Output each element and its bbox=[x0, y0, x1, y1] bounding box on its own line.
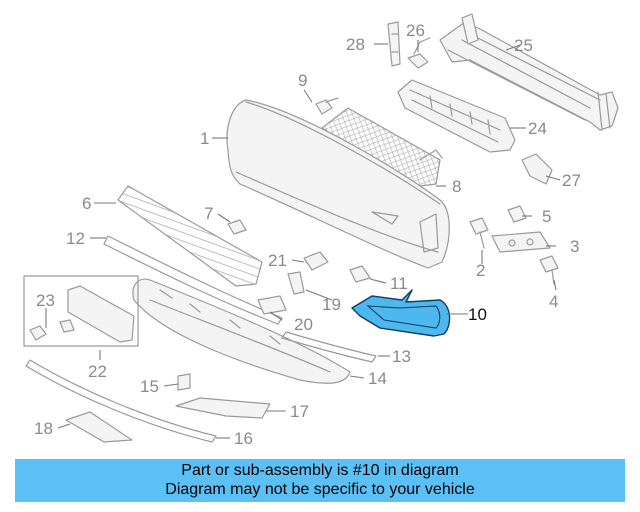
callout-17: 17 bbox=[290, 402, 309, 421]
part-1-bumper-cover bbox=[226, 99, 450, 269]
part-12-lower-strip bbox=[103, 235, 283, 325]
callout-21: 21 bbox=[268, 251, 287, 270]
part-13-trim bbox=[281, 331, 377, 363]
part-15-bolt bbox=[177, 373, 191, 391]
part-3-bracket bbox=[491, 231, 551, 253]
info-banner: Part or sub-assembly is #10 in diagram D… bbox=[15, 459, 625, 502]
callout-27: 27 bbox=[562, 171, 581, 190]
callout-23: 23 bbox=[36, 291, 55, 310]
banner-line-1: Part or sub-assembly is #10 in diagram bbox=[181, 462, 459, 479]
part-11-bracket bbox=[349, 265, 371, 283]
callout-6: 6 bbox=[82, 194, 91, 213]
banner-line-2: Diagram may not be specific to your vehi… bbox=[165, 481, 475, 498]
callout-11: 11 bbox=[390, 274, 408, 293]
callout-13: 13 bbox=[392, 347, 411, 366]
part-2-screw bbox=[469, 217, 489, 249]
part-24-energy-absorber bbox=[397, 79, 516, 153]
part-7-clip bbox=[227, 219, 247, 235]
callout-15: 15 bbox=[140, 377, 159, 396]
callout-24: 24 bbox=[528, 119, 547, 138]
callout-9: 9 bbox=[298, 71, 307, 90]
part-25-reinforcement-bar bbox=[439, 13, 619, 131]
callout-8: 8 bbox=[452, 177, 461, 196]
part-26-bolt bbox=[407, 37, 431, 69]
callout-4: 4 bbox=[549, 292, 558, 311]
part-6-lower-grille bbox=[117, 185, 263, 287]
part-20-plate bbox=[257, 295, 287, 315]
part-16-strip bbox=[25, 359, 217, 443]
callout-14: 14 bbox=[368, 369, 387, 388]
part-18-bracket bbox=[65, 411, 133, 443]
part-9-screw bbox=[315, 97, 339, 115]
callout-10: 10 bbox=[468, 305, 487, 324]
callout-7: 7 bbox=[204, 204, 213, 223]
callout-26: 26 bbox=[406, 21, 425, 40]
part-10-highlighted bbox=[351, 289, 451, 337]
callout-2: 2 bbox=[476, 261, 485, 280]
callout-20: 20 bbox=[294, 315, 313, 334]
part-21-cap bbox=[303, 251, 329, 271]
callout-1: 1 bbox=[200, 129, 209, 148]
callout-labels: 1 2 3 4 5 6 7 8 9 10 11 12 13 14 15 16 1… bbox=[34, 21, 581, 448]
leader-lines bbox=[45, 40, 561, 439]
part-22-license-plate-bracket bbox=[23, 275, 139, 347]
part-5-clip bbox=[507, 205, 527, 223]
callout-16: 16 bbox=[234, 429, 253, 448]
part-4-bolt bbox=[539, 255, 559, 285]
part-14-lower-spoiler bbox=[132, 278, 351, 384]
part-19-tab bbox=[287, 271, 305, 295]
part-17-trim bbox=[175, 397, 271, 419]
part-28-bracket bbox=[387, 21, 401, 67]
callout-5: 5 bbox=[542, 207, 551, 226]
callout-18: 18 bbox=[34, 419, 53, 438]
callout-19: 19 bbox=[322, 295, 341, 314]
callout-22: 22 bbox=[88, 362, 107, 381]
callout-3: 3 bbox=[570, 237, 579, 256]
callout-12: 12 bbox=[66, 229, 85, 248]
callout-25: 25 bbox=[514, 36, 533, 55]
callout-28: 28 bbox=[346, 35, 365, 54]
part-27-clip bbox=[521, 153, 553, 185]
